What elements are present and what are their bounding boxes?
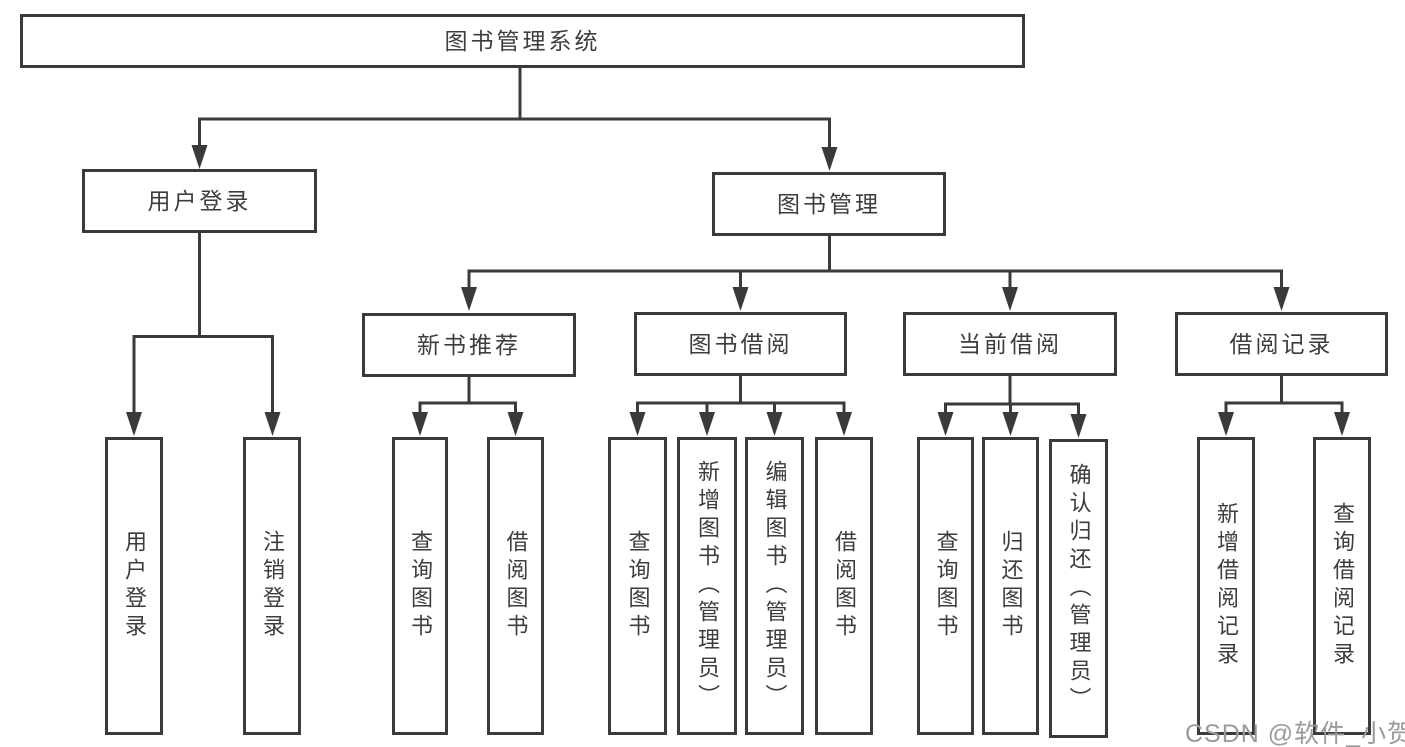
node-nb-borrow-books: 借阅图书 xyxy=(487,437,544,735)
node-current-borrow: 当前借阅 xyxy=(903,312,1117,376)
node-nb-query-books: 查询图书 xyxy=(392,437,448,735)
node-user-login: 用户登录 xyxy=(82,169,317,233)
node-cb-query-books: 查询图书 xyxy=(917,437,974,735)
node-br-add-record: 新增借阅记录 xyxy=(1197,437,1255,735)
node-cb-return-books: 归还图书 xyxy=(982,437,1039,735)
node-new-book-recommend: 新书推荐 xyxy=(362,313,576,377)
node-user-login-action: 用户登录 xyxy=(105,437,163,735)
node-bb-borrow-books: 借阅图书 xyxy=(815,437,873,735)
node-logout-action: 注销登录 xyxy=(243,437,301,735)
node-bb-edit-books-admin: 编辑图书（管理员） xyxy=(745,437,804,735)
node-book-borrow: 图书借阅 xyxy=(634,312,847,376)
node-bb-add-books-admin: 新增图书（管理员） xyxy=(677,437,737,735)
node-root: 图书管理系统 xyxy=(20,14,1025,68)
node-bb-query-books: 查询图书 xyxy=(608,437,667,735)
node-cb-confirm-return-admin: 确认归还（管理员） xyxy=(1049,439,1108,738)
node-br-query-record: 查询借阅记录 xyxy=(1313,437,1371,735)
csdn-watermark: CSDN @软件_小贺同学 xyxy=(1185,720,1405,747)
connector-strokes xyxy=(132,65,1344,420)
node-book-management: 图书管理 xyxy=(712,172,946,236)
node-borrow-records: 借阅记录 xyxy=(1175,312,1388,376)
arrowheads xyxy=(126,145,1350,438)
